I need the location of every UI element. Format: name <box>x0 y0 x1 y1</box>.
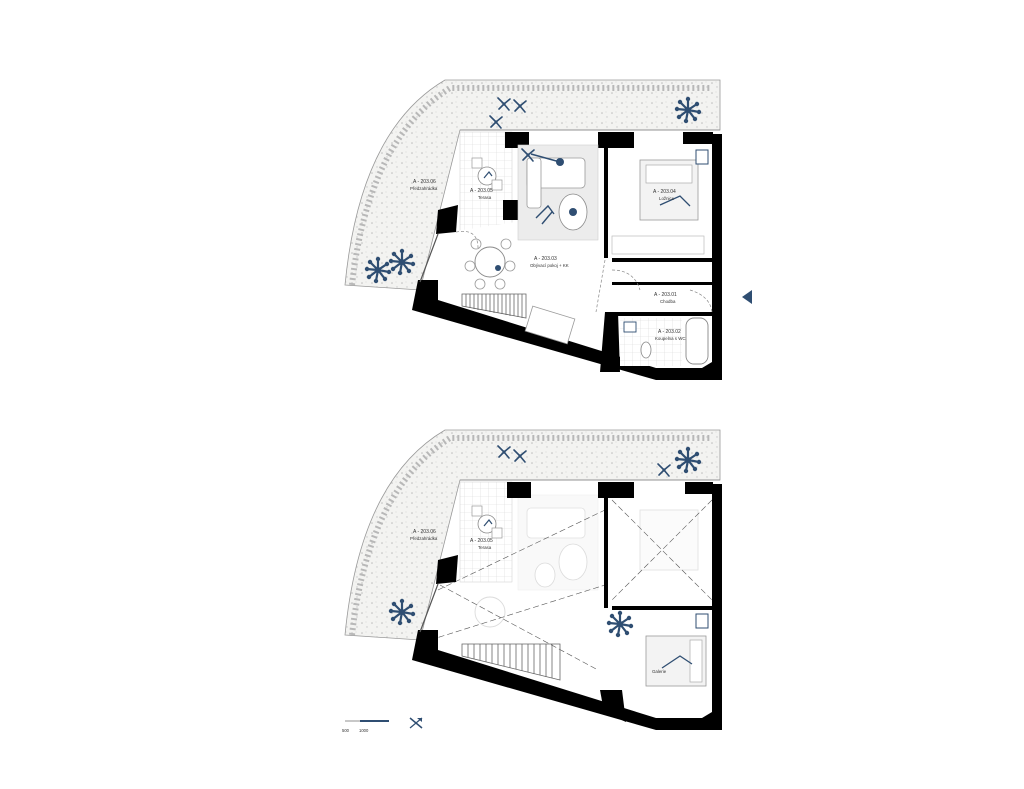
interior-wall <box>600 312 620 372</box>
interior-wall <box>612 282 712 285</box>
floor-plan-lower: A - 203.06 Předzahrádka A - 203.05 Teras… <box>344 429 722 730</box>
wall-pier <box>505 132 529 148</box>
room-name: Terasa <box>478 545 492 550</box>
room-code: A - 203.04 <box>653 189 676 195</box>
exterior-wall <box>412 484 722 730</box>
wall-pier <box>598 482 634 498</box>
room-name: Ložnice <box>659 196 675 201</box>
wall-pier <box>683 132 713 144</box>
interior-wall <box>604 148 608 258</box>
floor-lamp-icon <box>530 153 561 163</box>
wall-pier <box>436 555 458 584</box>
bathtub-icon <box>685 317 709 365</box>
room-name: Koupelna s WC <box>655 336 686 341</box>
scale-label-start: 500 <box>342 728 350 733</box>
entrance-arrow-icon <box>742 290 752 304</box>
interior-wall <box>612 258 712 262</box>
room-code: A - 203.05 <box>470 188 493 194</box>
interior-wall <box>612 606 712 610</box>
scale-bar: 500 1000 <box>342 720 389 733</box>
north-arrow-icon <box>409 717 423 729</box>
washbasin-icon <box>695 613 709 629</box>
room-code: A - 203.06 <box>413 179 436 185</box>
room-name: Chodba <box>660 299 676 304</box>
gallery-label: Galerie <box>652 669 667 674</box>
room-name: Terasa <box>478 195 492 200</box>
wall-pier <box>598 132 634 148</box>
room-code: A - 203.03 <box>534 256 557 262</box>
staircase-icon <box>461 643 561 681</box>
wall-pier <box>503 200 519 220</box>
front-garden-area <box>344 79 721 291</box>
room-name: Předzahrádka <box>410 536 438 541</box>
front-garden-area <box>344 429 721 641</box>
room-code: A - 203.06 <box>413 529 436 535</box>
floor-plan-upper: A - 203.06 Předzahrádka A - 203.05 Teras… <box>344 79 722 380</box>
scale-label-end: 1000 <box>359 728 369 733</box>
interior-wall <box>600 690 626 722</box>
kitchen-counter <box>524 305 576 345</box>
interior-wall <box>612 312 712 316</box>
wall-pier <box>685 482 713 494</box>
wall-pier <box>436 205 458 234</box>
plant-icon <box>605 609 635 639</box>
room-code: A - 203.02 <box>658 329 681 335</box>
washbasin-icon <box>695 149 709 165</box>
room-code: A - 203.05 <box>470 538 493 544</box>
void-marker <box>429 499 713 641</box>
wall-pier <box>507 482 531 498</box>
interior-wall <box>604 498 608 608</box>
staircase-icon <box>461 293 527 319</box>
table-icon <box>474 246 506 278</box>
exterior-wall <box>412 134 722 380</box>
room-name: Obývací pokoj + KK <box>530 263 569 268</box>
room-code: A - 203.01 <box>654 292 677 298</box>
room-name: Předzahrádka <box>410 186 438 191</box>
person-icon <box>535 204 555 225</box>
